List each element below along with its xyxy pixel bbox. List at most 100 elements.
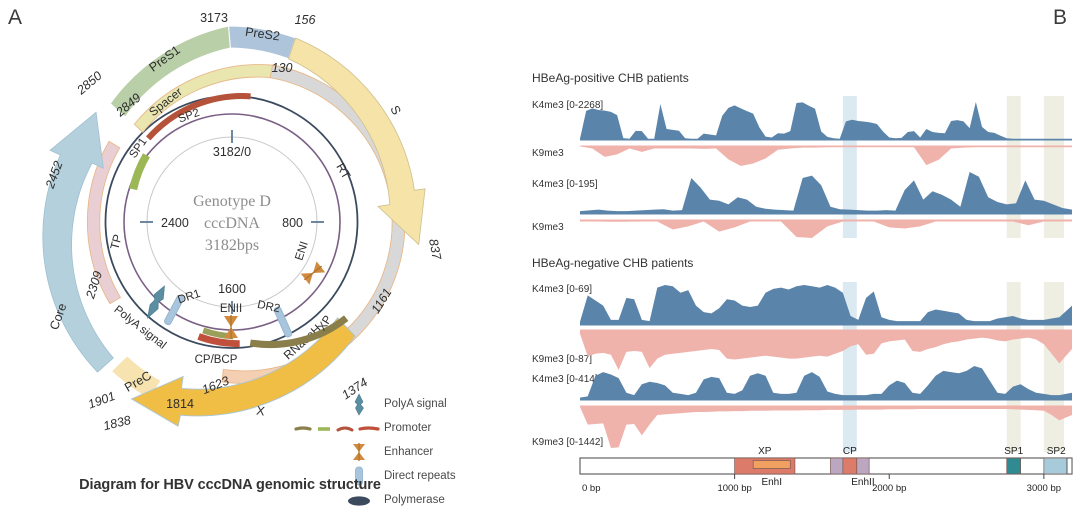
genome-tick-label: 3000 bp	[1027, 483, 1061, 494]
coverage-k9me3-5	[580, 330, 1072, 370]
group-title-hbeag-positive: HBeAg-positive CHB patients	[532, 71, 689, 85]
panel-a: A .txt { font-family:"Liberation Sans", …	[0, 0, 520, 521]
coord-1814: 1814	[166, 397, 194, 411]
enh1-region[interactable]	[752, 460, 791, 469]
promoter-sp1-arc	[129, 153, 150, 191]
panel-b-letter: B	[1053, 6, 1068, 29]
coord-130: 130	[272, 61, 293, 75]
polymerase-icon	[338, 488, 380, 512]
axis-tick-800: 800	[282, 216, 303, 230]
enhancer-marks	[224, 261, 326, 339]
promoter-label-cpbcp: CP/BCP	[195, 354, 238, 366]
legend-label-polya-signal: PolyA signal	[384, 398, 447, 410]
orf-arrow-x	[130, 317, 356, 427]
hbv-circular-genome-map: .txt { font-family:"Liberation Sans", sa…	[42, 11, 444, 433]
coverage-tracks	[580, 96, 1072, 452]
polya-icon	[338, 392, 380, 416]
sp1-region[interactable]	[1006, 457, 1022, 475]
direct-repeat-dr1-icon	[164, 294, 184, 326]
xp-region-label: XP	[758, 446, 772, 457]
track-label-k4me3-neg-2: K4me3 [0-414]	[532, 374, 598, 385]
legend-label-promoter: Promoter	[384, 422, 432, 434]
cp-region[interactable]	[842, 457, 858, 475]
coverage-k9me3-1	[580, 146, 1072, 166]
direct-repeat-dr2-icon	[273, 306, 293, 338]
axis-ring	[140, 130, 324, 314]
genome-bar-frame	[579, 457, 1073, 475]
enh1-region-label: EnhI	[761, 477, 782, 488]
panel-a-legend: PolyA signal Promoter	[294, 392, 520, 517]
genome-tick-label: 0 bp	[582, 483, 601, 494]
orf-label-s: S	[387, 103, 403, 117]
legend-row-enhancer: Enhancer	[338, 440, 520, 464]
orf-arrow-core	[42, 111, 114, 373]
enhancer-eni-icon	[300, 261, 326, 285]
axis-tick-2400: 2400	[161, 216, 189, 230]
legend-row-polya-signal: PolyA signal	[338, 392, 520, 416]
legend-row-direct-repeats: Direct repeats	[338, 464, 520, 488]
enhancer-enii-icon	[224, 315, 238, 339]
direct-repeat-label-dr2: DR2	[256, 299, 281, 316]
sp1-highlight	[1006, 282, 1021, 452]
genome-tick-label: 2000 bp	[872, 483, 906, 494]
polya-signal-label: PolyA signal	[111, 304, 168, 352]
coverage-k4me3-2	[580, 172, 1072, 214]
center-genotype: Genotype D	[193, 193, 271, 210]
enhancer-label-eni: ENI	[293, 240, 310, 262]
legend-row-promoter: Promoter	[294, 416, 520, 440]
polya-signal-icon	[147, 285, 165, 319]
enh2-region[interactable]	[856, 457, 870, 475]
legend-label-enhancer: Enhancer	[384, 446, 434, 458]
cp-highlight	[842, 96, 857, 238]
promoter-sp2-arc	[145, 93, 251, 141]
coord-1901: 1901	[86, 389, 117, 412]
track-label-k4me3-pos-2: K4me3 [0-195]	[532, 179, 598, 190]
sp1-region-label: SP1	[1004, 446, 1023, 457]
sp1-highlight	[1006, 96, 1021, 238]
coverage-k4me3-6	[580, 366, 1072, 400]
legend-label-direct-repeats: Direct repeats	[384, 470, 456, 482]
direct-repeat-marks	[164, 294, 293, 338]
axis-tick-3182: 3182/0	[213, 145, 251, 159]
track-label-k9me3-pos-2: K9me3	[532, 222, 564, 233]
sp2-highlight	[1043, 96, 1064, 238]
coverage-k4me3-4	[580, 285, 1072, 325]
gene-label-pres2: PreS2	[244, 25, 280, 44]
coverage-k9me3-7	[580, 406, 1072, 448]
direct-repeat-label-dr1: DR1	[176, 288, 202, 307]
coverage-k4me3-0	[580, 102, 1072, 140]
track-label-k9me3-neg-2: K9me3 [0-1442]	[532, 437, 604, 448]
enhancer-icon	[338, 440, 380, 464]
sp2-highlight	[1043, 282, 1064, 452]
outer-gene-ring	[109, 25, 297, 400]
legend-label-polymerase: Polymerase	[384, 494, 445, 506]
center-length: 3182bps	[205, 237, 259, 254]
track-label-k4me3-pos-1: K4me3 [0-2268]	[532, 100, 604, 111]
coord-156: 156	[295, 13, 316, 27]
center-cccdna: cccDNA	[204, 215, 260, 232]
track-label-k4me3-neg-1: K4me3 [0-69]	[532, 284, 593, 295]
promoter-xp-arc	[249, 315, 349, 349]
legend-row-polymerase: Polymerase	[338, 488, 520, 512]
panel-a-title: Diagram for HBV cccDNA genomic structure	[79, 477, 381, 493]
sp2-region-label: SP2	[1047, 446, 1066, 457]
panel-a-letter: A	[8, 6, 23, 29]
coord-1161: 1161	[369, 286, 395, 316]
coord-1838: 1838	[102, 413, 132, 433]
promoter-cp-arc	[197, 333, 240, 348]
track-label-k9me3-pos-1: K9me3	[532, 148, 564, 159]
coord-3173: 3173	[200, 11, 228, 25]
enhancer-label-enii: ENII	[220, 303, 242, 315]
cp-left[interactable]	[830, 457, 844, 475]
genome-bar-endcap	[1066, 457, 1073, 475]
genome-tick-label: 1000 bp	[717, 483, 751, 494]
promoter-icon	[292, 416, 384, 440]
sp2-region[interactable]	[1043, 457, 1069, 475]
orf-label-x: X	[255, 404, 266, 419]
repeat-icon	[338, 464, 380, 488]
orf-arrow-s	[287, 37, 426, 246]
axis-tick-1600: 1600	[218, 282, 246, 296]
cp-region-label: CP	[843, 446, 857, 457]
coord-837: 837	[426, 238, 444, 262]
